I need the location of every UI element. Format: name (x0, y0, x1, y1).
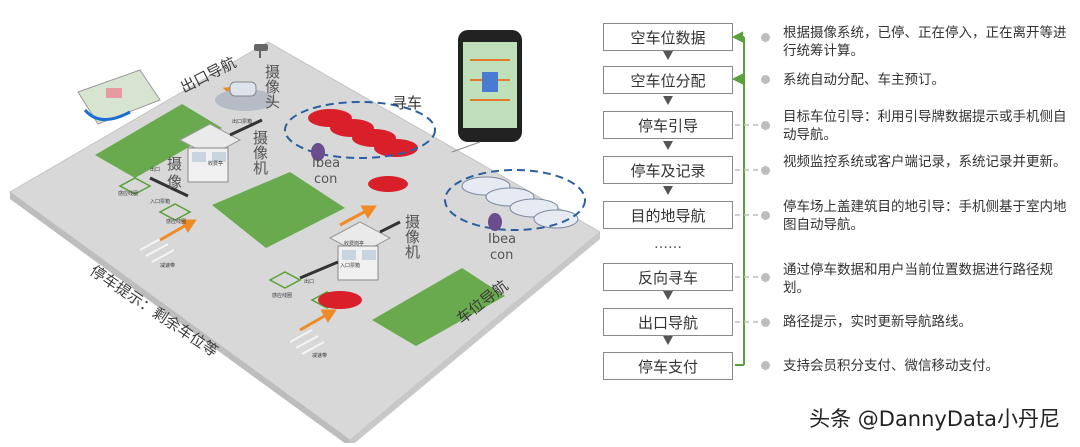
find-car-label: 寻车 (392, 94, 423, 112)
tiny-label: 入口票箱 (150, 199, 171, 205)
tiny-label: 感应线圈 (166, 219, 187, 225)
green-island-1 (95, 104, 222, 178)
phone-icon (458, 30, 522, 142)
step-reverse-find-car: 反向寻车 (603, 263, 733, 291)
desc-parking-record: 视频监控系统或客户端记录，系统记录并更新。 (783, 154, 1067, 170)
green-island-2 (212, 172, 345, 248)
camera-label-top: 摄像头 (263, 64, 281, 109)
tiny-label: 出口 (304, 279, 315, 285)
ibeacon-label-2b: con (490, 248, 514, 263)
red-cars (308, 109, 418, 309)
bullet-icon (761, 318, 770, 327)
camera-label-left-a: 摄 (165, 156, 183, 171)
tiny-label: 减速带 (160, 263, 176, 269)
toll-booth-1 (149, 118, 263, 198)
steps-ellipsis: …… (654, 236, 682, 252)
desc-empty-space-data: 根据摄像系统，已停、正在停入，正在离开等进行统筹计算。 (783, 25, 1067, 59)
ibeacon-label-1a: Ibea (312, 156, 341, 171)
ibeacon-label-2a: Ibea (488, 232, 517, 247)
camera-label-mid: 摄像机 (251, 130, 269, 175)
tiny-label: 感应线圈 (118, 191, 139, 197)
desc-space-allocation: 系统自动分配、车主预订。 (783, 72, 945, 88)
step-empty-space-data: 空车位数据 (603, 23, 733, 51)
down-arrow (663, 51, 673, 345)
desc-destination-nav: 停车场上盖建筑目的地引导：手机侧基于室内地图自动导航。 (783, 199, 1067, 233)
exit-car (215, 81, 275, 111)
mini-map-icon (77, 69, 161, 125)
lot-floor-edge (10, 192, 350, 447)
desc-parking-payment: 支持会员积分支付、微信移动支付。 (783, 358, 999, 374)
bullet-icon (761, 33, 770, 42)
green-island-3 (372, 268, 505, 346)
tiny-label: 感应线圈 (272, 293, 293, 299)
parking-lot-svg (9, 30, 601, 447)
step-parking-record: 停车及记录 (603, 156, 733, 184)
desc-exit-nav: 路径提示，实时更新导航路线。 (783, 314, 972, 330)
ibeacon-waves (284, 101, 586, 231)
desc-parking-guidance: 目标车位引导：利用引导牌数据提示或手机侧自动导航。 (783, 109, 1067, 143)
tiny-label: 入口票箱 (340, 263, 361, 269)
toll-booth-2 (299, 220, 401, 281)
bullet-icon (761, 166, 770, 175)
camera-icon (254, 44, 268, 58)
dashed-connector (735, 124, 760, 323)
desc-reverse-find-car: 通过停车数据和用户当前位置数据进行路径规划。 (783, 262, 1053, 296)
tiny-label: 出口 (150, 167, 161, 173)
bullet-icon (761, 273, 770, 282)
ibeacon-device-icon (311, 143, 502, 231)
feedback-loop (731, 31, 745, 366)
ibeacon-label-1b: con (314, 172, 338, 187)
induction-loops (118, 177, 344, 309)
tiny-label: 减速带 (312, 353, 328, 359)
tiny-label: 收费亭 (208, 161, 224, 167)
lot-floor-edge-right (350, 232, 600, 447)
camera-label-left-b: 像 (165, 174, 183, 189)
bullet-icon (761, 75, 770, 84)
tiny-label: 收费岗亭 (344, 241, 365, 247)
step-destination-nav: 目的地导航 (603, 201, 733, 229)
step-parking-payment: 停车支付 (603, 352, 733, 380)
parked-white-cars (461, 176, 579, 229)
bullet-icon (761, 211, 770, 220)
step-space-allocation: 空车位分配 (603, 66, 733, 94)
parking-lot-illustration: 出口导航 摄像头 摄像机 摄 像 摄像机 寻车 Ibea con Ibea co… (9, 30, 601, 447)
camera-label-right: 摄像机 (403, 214, 421, 259)
speed-bumps (139, 237, 325, 355)
watermark: 头条 @DannyData小丹尼 (809, 407, 1060, 431)
bullet-icon (761, 121, 770, 130)
step-exit-nav: 出口导航 (603, 308, 733, 336)
step-parking-guidance: 停车引导 (603, 111, 733, 139)
bullet-icon (761, 361, 770, 370)
tiny-label: 出口票箱 (232, 119, 253, 125)
